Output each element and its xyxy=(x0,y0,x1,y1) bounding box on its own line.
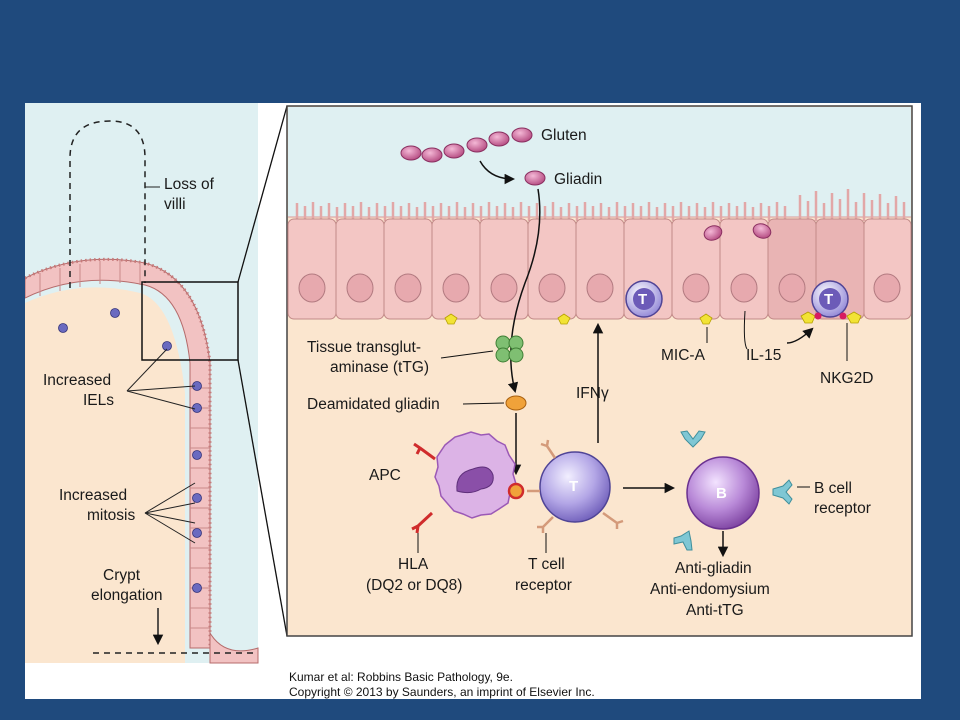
label-increased-iels-2: IELs xyxy=(83,392,114,409)
villus-panel: Loss of villi Increased IELs Increased m… xyxy=(25,103,288,664)
label-crypt-elongation-2: elongation xyxy=(91,587,163,604)
label-deamidated-gliadin: Deamidated gliadin xyxy=(307,396,440,413)
apc-cell xyxy=(434,431,517,519)
iel-cell xyxy=(192,403,202,413)
iel-cell xyxy=(110,308,120,318)
label-crypt-elongation: Crypt xyxy=(103,567,141,584)
label-gluten: Gluten xyxy=(541,127,587,144)
svg-text:T: T xyxy=(569,478,578,495)
label-tcr: T cell xyxy=(528,556,565,573)
ttg-enzyme xyxy=(495,335,524,363)
iel-cell xyxy=(192,493,202,503)
gliadin-molecule xyxy=(752,223,772,239)
label-anti-endomysium: Anti-endomysium xyxy=(650,581,770,598)
iel-cell xyxy=(162,341,172,351)
label-bcr: B cell xyxy=(814,480,852,497)
figure-credit: Kumar et al: Robbins Basic Pathology, 9e… xyxy=(289,670,595,700)
svg-text:B: B xyxy=(716,485,727,502)
iel-cell xyxy=(58,323,68,333)
label-loss-of-villi-2: villi xyxy=(164,196,186,213)
epithelial-nuclei xyxy=(298,273,901,303)
credit-line-2: Copyright © 2013 by Saunders, an imprint… xyxy=(289,685,595,699)
svg-text:T: T xyxy=(824,291,833,308)
label-increased-iels: Increased xyxy=(43,372,111,389)
lost-villus-outline xyxy=(69,120,146,288)
credit-line-1: Kumar et al: Robbins Basic Pathology, 9e… xyxy=(289,670,513,684)
label-mica: MIC-A xyxy=(661,347,706,364)
gluten-chain xyxy=(400,127,533,163)
lamina-propria-left xyxy=(25,287,185,663)
label-apc: APC xyxy=(369,467,401,484)
label-anti-gliadin: Anti-gliadin xyxy=(675,560,752,577)
iel-cell xyxy=(192,528,202,538)
nkg2d-receptor xyxy=(839,312,847,320)
label-ttg-2: aminase (tTG) xyxy=(330,359,429,376)
celiac-disease-diagram: Loss of villi Increased IELs Increased m… xyxy=(25,103,913,664)
iel-cell xyxy=(192,583,202,593)
label-hla: HLA xyxy=(398,556,429,573)
label-anti-ttg: Anti-tTG xyxy=(686,602,744,619)
label-il15: IL-15 xyxy=(746,347,781,364)
label-gliadin: Gliadin xyxy=(554,171,602,188)
mica-ligands xyxy=(444,311,862,325)
label-nkg2d: NKG2D xyxy=(820,370,873,387)
b-cell: B xyxy=(686,456,760,530)
label-loss-of-villi: Loss of xyxy=(164,176,215,193)
iel-t-cell-activated: T xyxy=(811,280,849,318)
gliadin-molecule xyxy=(524,170,546,186)
figure-panel: Loss of villi Increased IELs Increased m… xyxy=(25,103,921,699)
mhc-peptide-complex xyxy=(507,482,525,500)
label-increased-mitosis-2: mitosis xyxy=(87,507,135,524)
t-cell: T xyxy=(539,451,611,523)
iel-cell xyxy=(192,450,202,460)
iel-t-cell: T xyxy=(625,280,663,318)
zoom-box xyxy=(141,281,239,361)
label-ttg: Tissue transglut- xyxy=(307,339,421,356)
label-tcr-2: receptor xyxy=(515,577,572,594)
mechanism-panel: Gluten Gliadin T T MIC-A xyxy=(286,105,913,637)
nkg2d-receptor xyxy=(814,312,822,320)
label-bcr-2: receptor xyxy=(814,500,871,517)
label-increased-mitosis: Increased xyxy=(59,487,127,504)
svg-text:T: T xyxy=(638,291,647,308)
label-hla-2: (DQ2 or DQ8) xyxy=(366,577,462,594)
deamidated-gliadin xyxy=(505,395,527,411)
gliadin-molecule xyxy=(703,225,723,241)
label-ifn-gamma: IFNγ xyxy=(576,385,609,402)
bcr-antibodies xyxy=(673,430,793,551)
